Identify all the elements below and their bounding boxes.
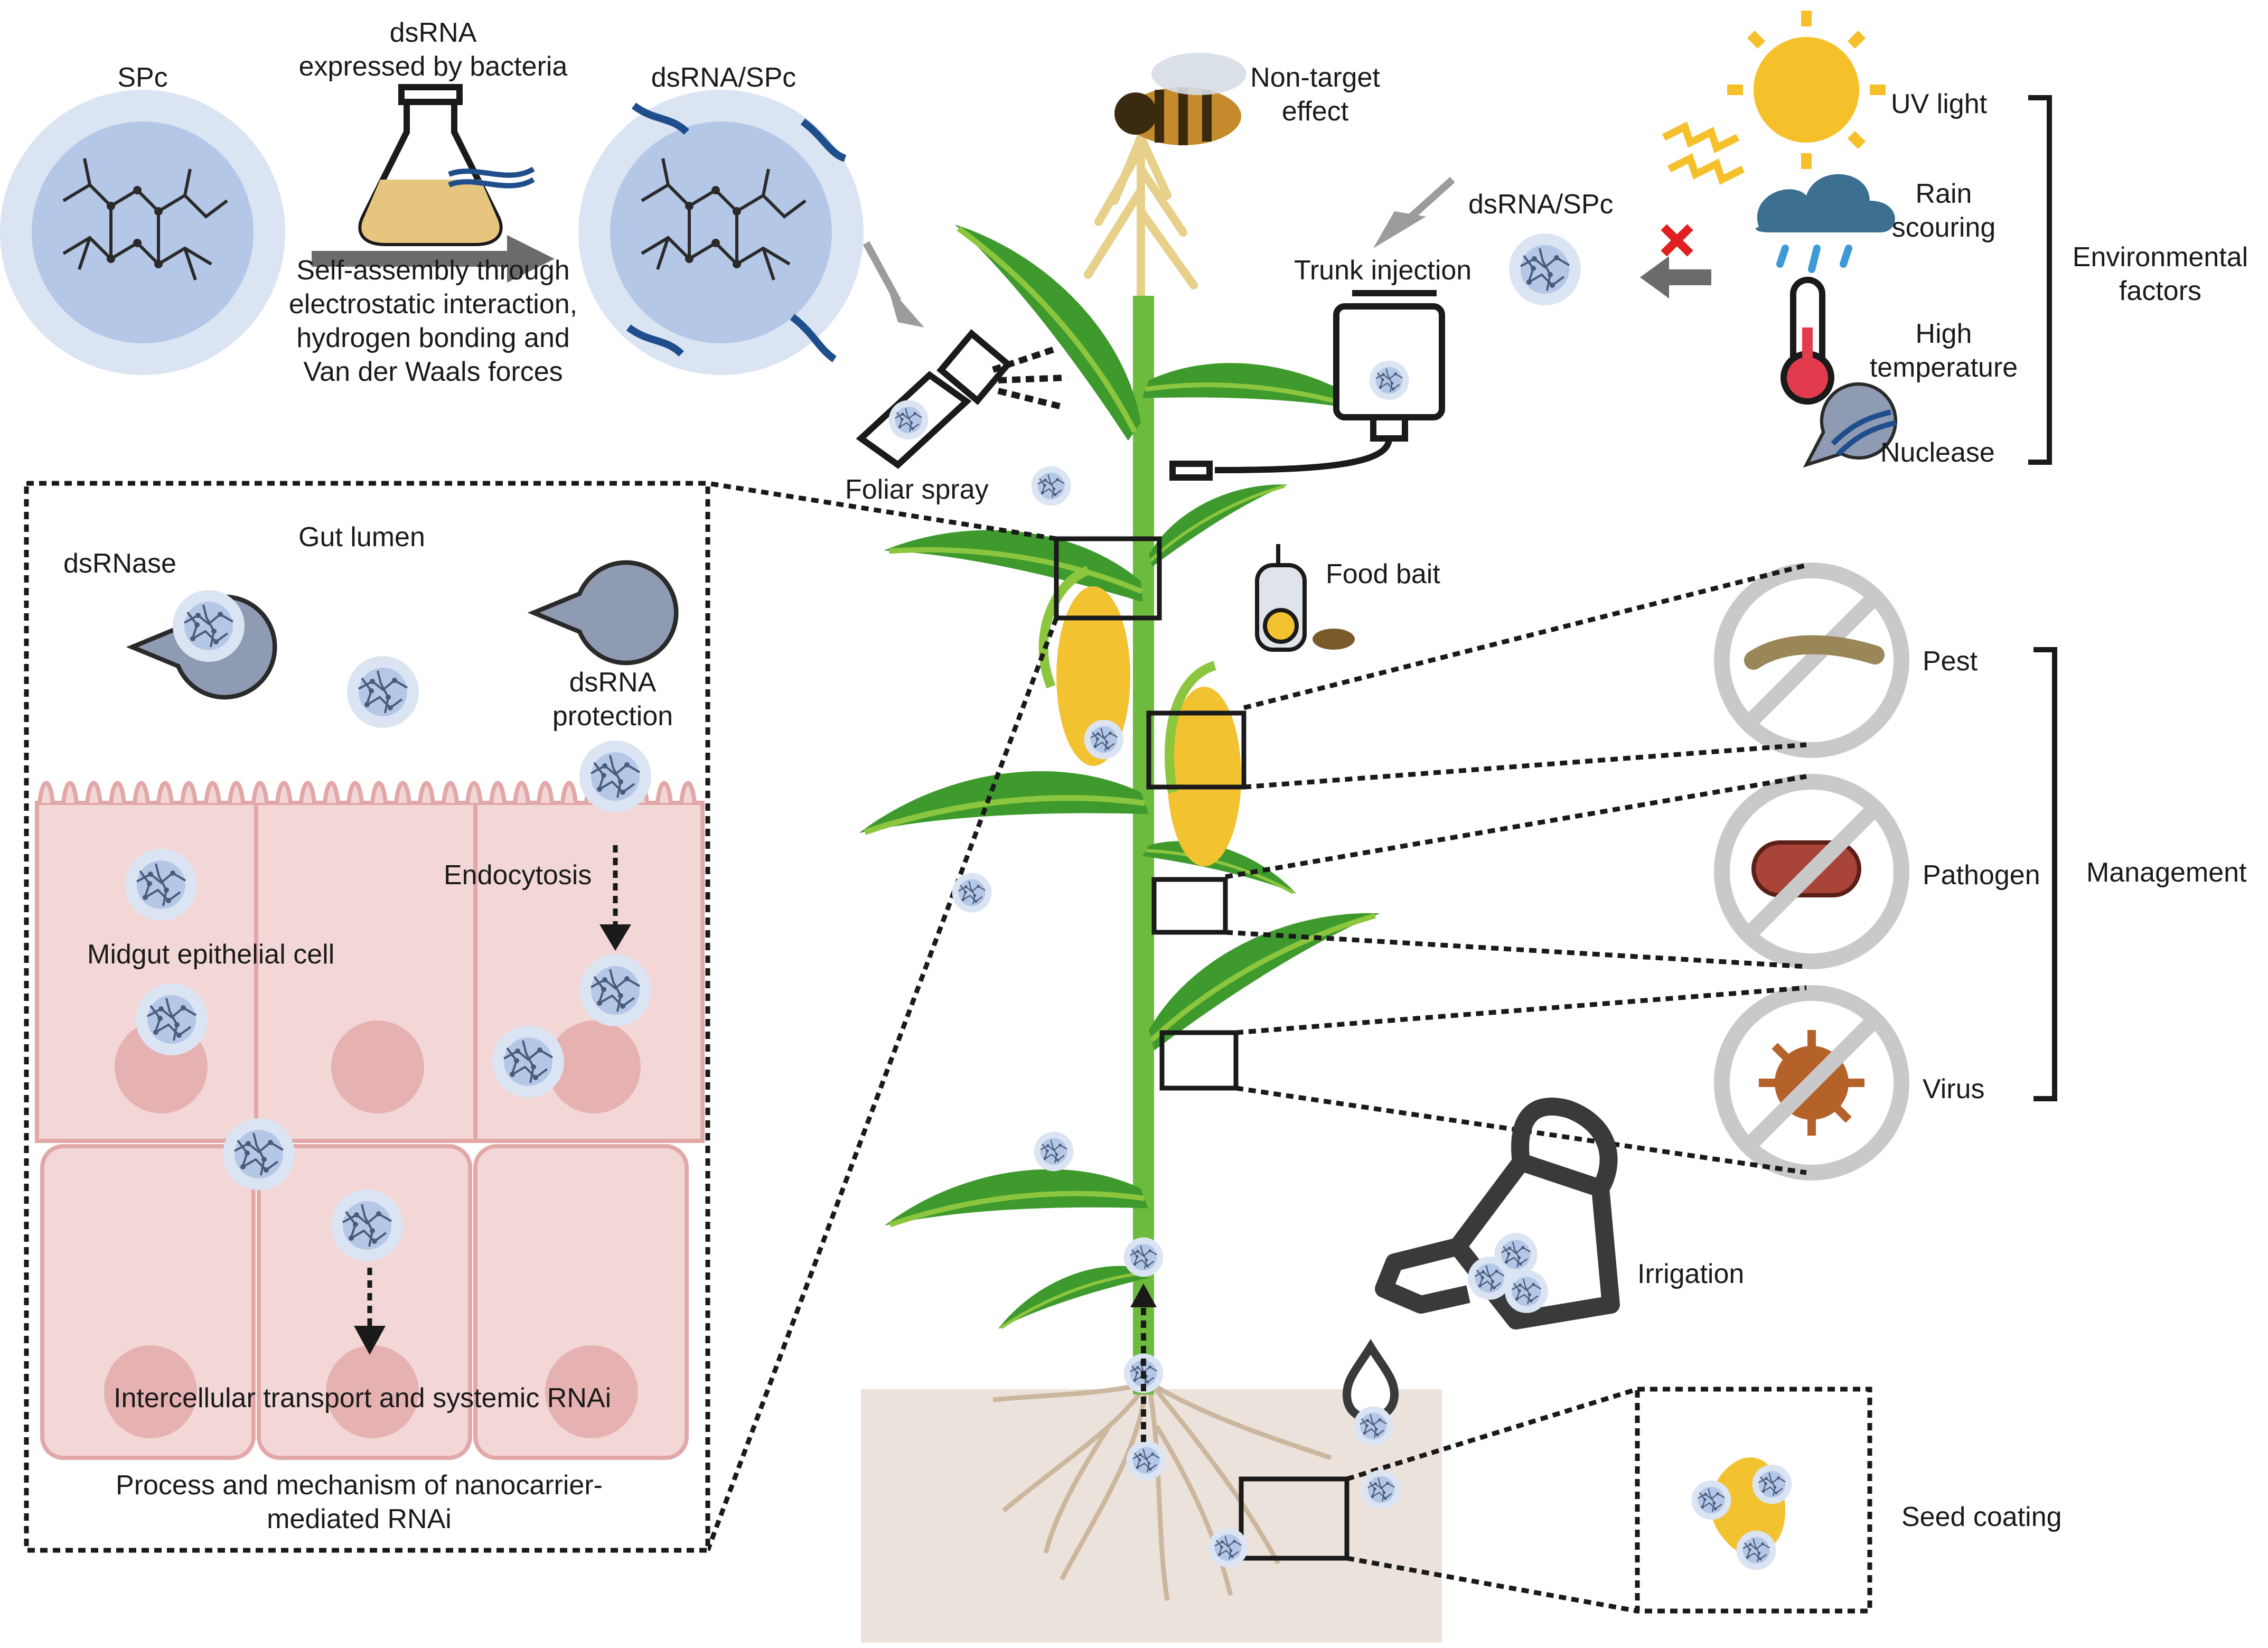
label-foliar-spray: Foliar spray (845, 474, 989, 505)
label-trunk-injection: Trunk injection (1294, 255, 1472, 286)
caterpillar-icon (1744, 635, 1885, 670)
fly-icon (1313, 629, 1355, 650)
label-non-target: Non-target effect (1250, 62, 1380, 127)
label-epithelial: Midgut epithelial cell (87, 939, 335, 970)
label-transport: Intercellular transport and systemic RNA… (114, 1383, 612, 1413)
dsrna-particle (578, 90, 864, 375)
label-irrigation: Irrigation (1637, 1259, 1745, 1289)
spc-particle (0, 90, 285, 375)
label-self-assembly: Self-assembly through electrostatic inte… (288, 255, 578, 387)
mgmt-bracket (2033, 647, 2057, 1101)
zoom-box-pathogen (1151, 877, 1228, 935)
label-nuclease: Nuclease (1880, 437, 1995, 468)
label-temp: High temperature (1869, 319, 2018, 383)
label-dsrna-spc-2: dsRNA/SPc (1468, 189, 1614, 220)
label-food-bait: Food bait (1326, 559, 1440, 589)
label-uv: UV light (1891, 89, 1988, 119)
zoom-box-leaf (1054, 536, 1162, 621)
sun-icon (1662, 11, 1886, 185)
bee-icon (1114, 53, 1247, 145)
tassel (1084, 101, 1198, 316)
corn-ear-lower (1167, 687, 1241, 866)
nuclei (104, 1020, 641, 1438)
label-seed-coating: Seed coating (1901, 1502, 2062, 1532)
spray-bottle-icon (856, 329, 1067, 469)
label-spc: SPc (117, 62, 168, 93)
label-dsrna-spc: dsRNA/SPc (651, 62, 796, 93)
blocked-arrow (1640, 256, 1711, 298)
zoom-box-seed (1239, 1476, 1349, 1561)
corn-ear-upper (1056, 586, 1130, 766)
internal-arrows (354, 845, 631, 1355)
nuclease-icon (1783, 369, 1911, 493)
rain-cloud-icon (1756, 174, 1895, 273)
label-virus: Virus (1923, 1074, 1985, 1104)
label-mechanism-caption: Process and mechanism of nanocarrier- me… (116, 1470, 603, 1534)
zoom-box-virus (1159, 1030, 1239, 1091)
assembly-arrow (312, 235, 555, 283)
env-bracket (2028, 95, 2052, 465)
thermometer-icon (1780, 277, 1834, 405)
label-management: Management (2086, 857, 2247, 888)
watering-can-icon (1375, 1098, 1620, 1329)
label-rain: Rain scouring (1891, 179, 1996, 243)
label-protection: dsRNA protection (552, 667, 673, 732)
label-dsrna-bacteria: dsRNA expressed by bacteria (298, 17, 568, 82)
label-gut-lumen: Gut lumen (298, 522, 425, 553)
label-dsrnase: dsRNase (63, 548, 176, 579)
label-pest: Pest (1923, 646, 1978, 677)
dsrna-strand-icon (448, 166, 535, 189)
bacteria-flask-icon (358, 84, 503, 246)
label-endocytosis: Endocytosis (444, 860, 592, 891)
corn-plant (855, 101, 1399, 1394)
label-env-factors: Environmental factors (2072, 242, 2248, 306)
seed-coating-box (1635, 1387, 1872, 1614)
label-pathogen: Pathogen (1923, 860, 2040, 891)
blocked-x-icon (1661, 224, 1693, 257)
zoom-box-pest (1146, 710, 1247, 790)
food-bait-icon (1255, 544, 1307, 652)
